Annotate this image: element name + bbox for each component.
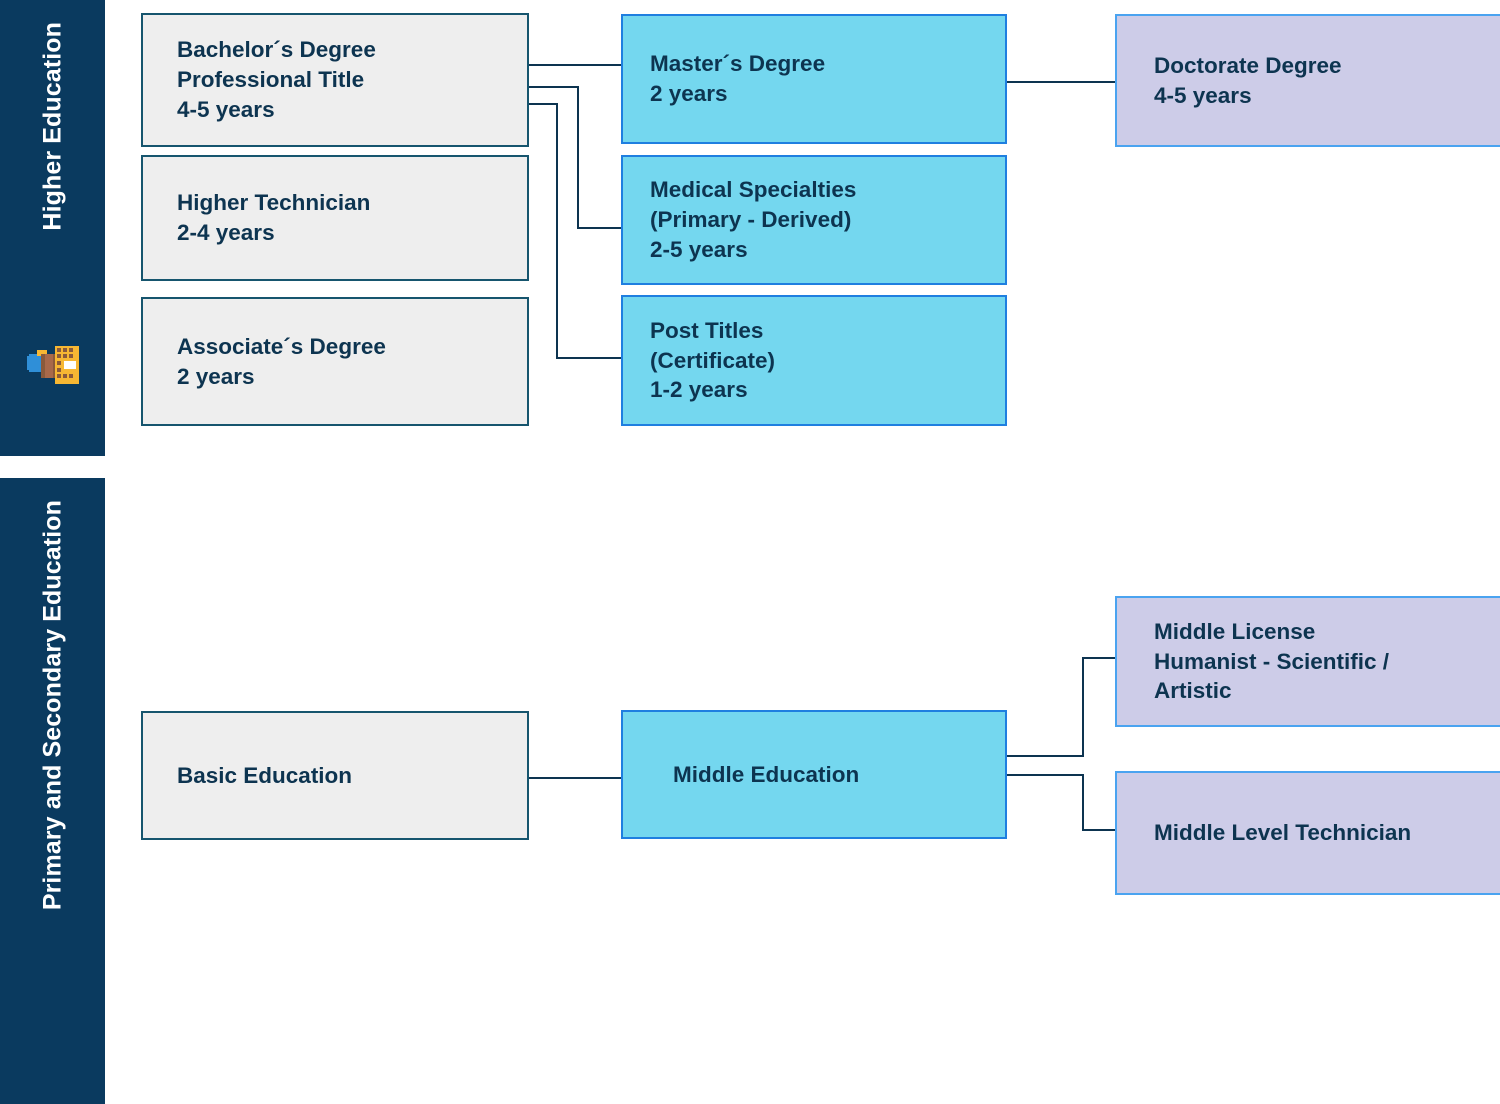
node-bachelors-degree-line-2: Professional Title (177, 67, 365, 93)
node-medical-specialties[interactable]: Medical Specialties (Primary - Derived) … (621, 155, 1007, 285)
connector-bachelor-to-post-titles-seg2 (556, 103, 558, 359)
connector-master-to-doctorate (1006, 81, 1116, 83)
node-doctorate-degree-line-1: Doctorate Degree (1154, 52, 1342, 78)
node-associates-degree[interactable]: Associate´s Degree 2 years (141, 297, 529, 426)
section-label-primary-secondary-education: Primary and Secondary Education (38, 500, 66, 911)
node-medical-specialties-line-3: 2-5 years (650, 236, 748, 262)
connector-middle-to-level-tech-seg2 (1082, 774, 1084, 831)
node-bachelors-degree-line-3: 4-5 years (177, 96, 275, 122)
node-bachelors-degree-line-1: Bachelor´s Degree (177, 37, 376, 63)
connector-middle-to-license-seg3 (1082, 657, 1116, 659)
node-higher-technician-line-1: Higher Technician (177, 190, 371, 216)
node-post-titles-line-3: 1-2 years (650, 377, 748, 403)
section-panel-primary-secondary-education: Primary and Secondary Education (0, 478, 105, 1104)
node-higher-technician-line-2: 2-4 years (177, 220, 275, 245)
connector-middle-to-level-tech-seg3 (1082, 829, 1116, 831)
node-masters-degree-line-2: 2 years (650, 81, 728, 106)
connector-middle-to-license-seg1 (1007, 755, 1084, 757)
node-middle-education[interactable]: Middle Education (621, 710, 1007, 839)
node-post-titles[interactable]: Post Titles (Certificate) 1-2 years (621, 295, 1007, 426)
node-basic-education-line-1: Basic Education (177, 762, 353, 788)
node-medical-specialties-line-2: (Primary - Derived) (650, 207, 852, 233)
node-masters-degree-line-1: Master´s Degree (650, 51, 826, 77)
node-middle-license-line-2: Humanist - Scientific / (1154, 648, 1390, 674)
connector-middle-to-level-tech-seg1 (1007, 774, 1084, 776)
connector-bachelor-to-post-titles-seg1 (528, 103, 558, 105)
section-label-higher-education: Higher Education (38, 22, 66, 231)
node-middle-level-technician[interactable]: Middle Level Technician (1115, 771, 1500, 895)
node-middle-education-line-1: Middle Education (673, 761, 860, 787)
node-middle-license[interactable]: Middle License Humanist - Scientific / A… (1115, 596, 1500, 727)
node-middle-license-line-3: Artistic (1154, 678, 1232, 704)
node-higher-technician[interactable]: Higher Technician 2-4 years (141, 155, 529, 281)
node-associates-degree-line-1: Associate´s Degree (177, 333, 386, 359)
connector-bachelor-to-medical-seg3 (577, 227, 622, 229)
node-bachelors-degree[interactable]: Bachelor´s Degree Professional Title 4-5… (141, 13, 529, 147)
connector-bachelor-to-medical-seg2 (577, 86, 579, 229)
connector-bachelor-to-post-titles-seg3 (556, 357, 622, 359)
node-post-titles-line-2: (Certificate) (650, 347, 776, 373)
connector-bachelor-to-medical-seg1 (528, 86, 579, 88)
node-basic-education[interactable]: Basic Education (141, 711, 529, 840)
node-masters-degree[interactable]: Master´s Degree 2 years (621, 14, 1007, 144)
node-doctorate-degree-line-2: 4-5 years (1154, 82, 1252, 108)
connector-basic-to-middle (529, 777, 623, 779)
node-associates-degree-line-2: 2 years (177, 363, 255, 389)
node-post-titles-line-1: Post Titles (650, 317, 764, 343)
connector-middle-to-license-seg2 (1082, 657, 1084, 757)
node-middle-license-line-1: Middle License (1154, 618, 1316, 644)
node-middle-level-technician-line-1: Middle Level Technician (1154, 820, 1412, 846)
node-medical-specialties-line-1: Medical Specialties (650, 177, 857, 203)
connector-bachelor-to-master (528, 64, 622, 66)
node-doctorate-degree[interactable]: Doctorate Degree 4-5 years (1115, 14, 1500, 147)
graduate-building-icon (21, 336, 85, 392)
section-panel-higher-education: Higher Education (0, 0, 105, 456)
